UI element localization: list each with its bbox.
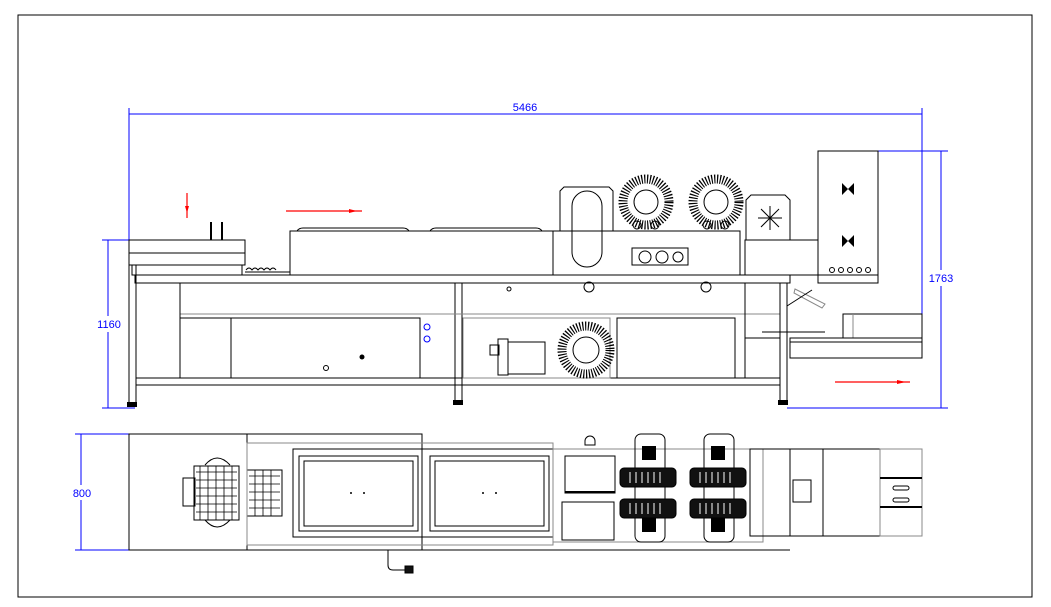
dimension-table-height: 1160	[97, 239, 135, 409]
plan-view	[128, 433, 923, 574]
oven-lid-right	[429, 455, 550, 532]
tank	[179, 317, 421, 379]
blower-plan	[619, 433, 747, 543]
dimension-label-overall-height: 1763	[929, 273, 953, 285]
oven-top	[292, 448, 554, 538]
outfeed-conveyor	[762, 288, 923, 359]
drawing-frame	[17, 14, 1033, 598]
machine-table	[134, 274, 791, 284]
electrical-cabinet	[817, 150, 879, 284]
dimension-overall-height: 1763	[787, 150, 953, 409]
lifting-eye-icon	[584, 435, 596, 446]
cooling-fan-icon	[842, 183, 854, 195]
blower-housing	[552, 230, 741, 276]
dimension-overall-width: 800	[73, 433, 247, 551]
oven-lid-left	[298, 455, 419, 532]
cooling-fan-icon	[842, 235, 854, 247]
motor	[489, 338, 546, 376]
leg	[128, 264, 137, 406]
dimension-label-length: 5466	[513, 102, 537, 114]
dimension-label-table-height: 1160	[97, 319, 121, 331]
leg	[779, 282, 788, 404]
outfeed-cabinet-plan	[822, 448, 881, 537]
air-duct	[571, 190, 603, 268]
side-elevation-view	[127, 150, 923, 407]
flow-arrow-down-icon	[185, 193, 189, 218]
flow-arrow-outfeed-icon	[835, 380, 910, 384]
dimension-label-width: 800	[73, 488, 91, 500]
lower-blower	[557, 321, 615, 379]
dimension-overall-length: 5466	[128, 102, 923, 240]
oven-chamber	[289, 230, 554, 276]
flow-arrow-right-icon	[286, 209, 362, 213]
blower-2	[688, 174, 744, 230]
drain-pipe	[387, 550, 405, 571]
infeed-gripper	[182, 457, 283, 528]
fan-unit	[745, 194, 791, 240]
control-panel	[631, 247, 689, 266]
infeed-platform	[128, 433, 248, 551]
blower-1	[618, 174, 674, 230]
